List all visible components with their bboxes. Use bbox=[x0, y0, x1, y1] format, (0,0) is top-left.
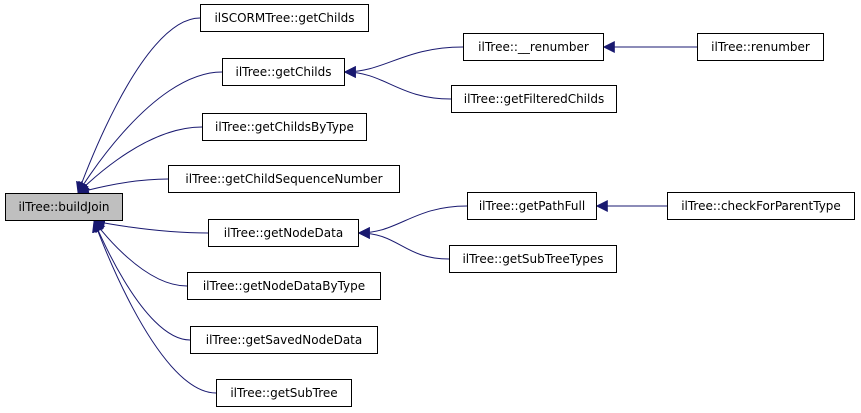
edge-getPathFull-to-getNodeData bbox=[357, 205, 468, 239]
node-getpathfull[interactable]: ilTree::getPathFull bbox=[467, 192, 597, 220]
node-checkforparenttype[interactable]: ilTree::checkForParentType bbox=[667, 192, 855, 220]
node-buildjoin: ilTree::buildJoin bbox=[5, 193, 123, 221]
node-renumber[interactable]: ilTree::renumber bbox=[697, 33, 824, 61]
node-getsubtreetypes[interactable]: ilTree::getSubTreeTypes bbox=[449, 245, 617, 273]
node-getnodedata[interactable]: ilTree::getNodeData bbox=[208, 219, 359, 247]
node-getchildsbytype[interactable]: ilTree::getChildsByType bbox=[202, 113, 367, 141]
edge-renumberPriv-to-getChilds bbox=[343, 46, 464, 78]
edge-getNodeDataByType-to-buildJoin bbox=[93, 220, 188, 287]
node-scorm-getchilds[interactable]: ilSCORMTree::getChilds bbox=[200, 4, 369, 32]
node-private-renumber[interactable]: ilTree::__renumber bbox=[463, 33, 604, 61]
node-getchildsequencenumber[interactable]: ilTree::getChildSequenceNumber bbox=[168, 165, 400, 193]
node-getsubtree[interactable]: ilTree::getSubTree bbox=[216, 379, 352, 407]
edge-getSubTreeTypes-to-getNodeData bbox=[357, 227, 450, 260]
node-getchilds[interactable]: ilTree::getChilds bbox=[222, 58, 345, 86]
node-getfilteredchilds[interactable]: ilTree::getFilteredChilds bbox=[451, 85, 617, 113]
edge-getChildSequenceNumber-to-buildJoin bbox=[77, 178, 169, 196]
edge-getFilteredChilds-to-getChilds bbox=[343, 66, 452, 100]
edge-getNodeData-to-buildJoin bbox=[92, 217, 209, 234]
edge-getSubTree-to-buildJoin bbox=[92, 219, 217, 394]
node-getnodedatabytype[interactable]: ilTree::getNodeDataByType bbox=[187, 272, 381, 300]
node-getsavednodedata[interactable]: ilTree::getSavedNodeData bbox=[190, 326, 378, 354]
